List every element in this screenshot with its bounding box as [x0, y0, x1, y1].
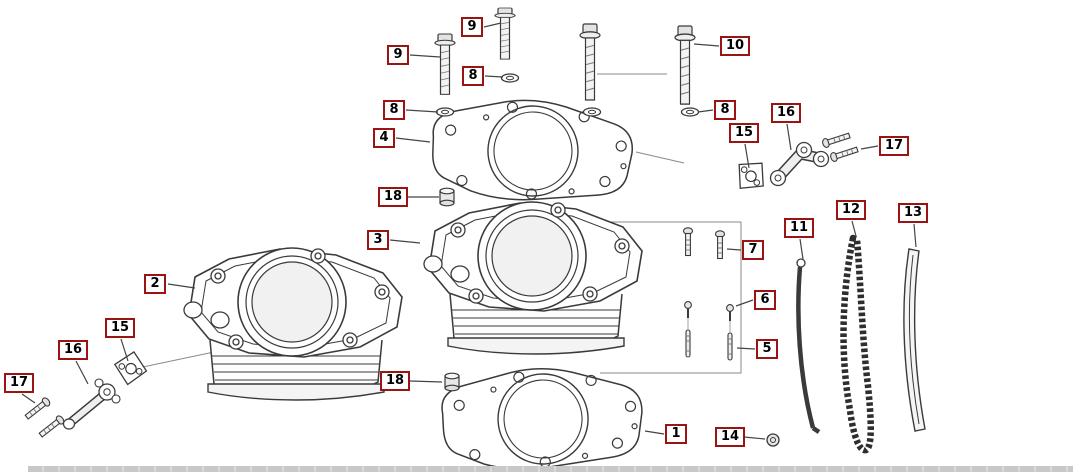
cam-chain: [840, 234, 874, 454]
callout-18-dowel-bottom[interactable]: 18: [380, 371, 411, 391]
mount-bolts: [682, 227, 726, 260]
callout-2-front-cylinder[interactable]: 2: [144, 274, 166, 294]
callout-17-bolts-right[interactable]: 17: [879, 136, 910, 156]
callout-10-bolt[interactable]: 10: [720, 36, 751, 56]
callout-16-joint-right[interactable]: 16: [771, 103, 802, 123]
callout-4-head-gasket[interactable]: 4: [373, 128, 395, 148]
pins-and-studs: [684, 301, 734, 361]
cylinder-head-gasket: [430, 96, 635, 205]
callout-9-bolt-a[interactable]: 9: [461, 17, 483, 37]
callout-3-rear-cylinder[interactable]: 3: [367, 230, 389, 250]
callout-15-gasket-left[interactable]: 15: [105, 318, 136, 338]
callout-5-studs[interactable]: 5: [756, 339, 778, 359]
water-pipe-gasket-left: [112, 349, 150, 387]
callout-7-bolts[interactable]: 7: [742, 240, 764, 260]
bottom-edge-strip: [28, 466, 1073, 472]
water-joint-gasket-right: [733, 157, 769, 194]
callout-15-gasket-right[interactable]: 15: [729, 123, 760, 143]
callout-8-washer-a[interactable]: 8: [462, 66, 484, 86]
callout-6-pins[interactable]: 6: [754, 290, 776, 310]
chain-guide-right: [903, 248, 926, 432]
pivot-bolt: [766, 433, 780, 447]
joint-bolts-left: [23, 395, 66, 440]
callout-9-bolt-b[interactable]: 9: [387, 45, 409, 65]
callout-8-washer-b[interactable]: 8: [383, 100, 405, 120]
callout-1-base-gasket[interactable]: 1: [665, 424, 687, 444]
water-pipe-left: [62, 378, 121, 430]
callout-8-washer-c[interactable]: 8: [714, 100, 736, 120]
water-joint-right: [769, 141, 830, 187]
cylinder-base-gasket: [439, 362, 646, 472]
callout-14-pivot-bolt[interactable]: 14: [715, 427, 746, 447]
front-cylinder-assembly: [183, 247, 403, 401]
callout-13-guide-right[interactable]: 13: [898, 203, 929, 223]
callout-12-cam-chain[interactable]: 12: [836, 200, 867, 220]
callout-18-dowel-top[interactable]: 18: [378, 187, 409, 207]
rear-cylinder-assembly: [423, 201, 643, 355]
callout-leader-lines: [21, 22, 917, 440]
callout-17-bolts-left[interactable]: 17: [4, 373, 35, 393]
chain-guide-left: [796, 258, 821, 434]
callout-11-guide-left[interactable]: 11: [784, 218, 815, 238]
callout-16-pipe-left[interactable]: 16: [58, 340, 89, 360]
